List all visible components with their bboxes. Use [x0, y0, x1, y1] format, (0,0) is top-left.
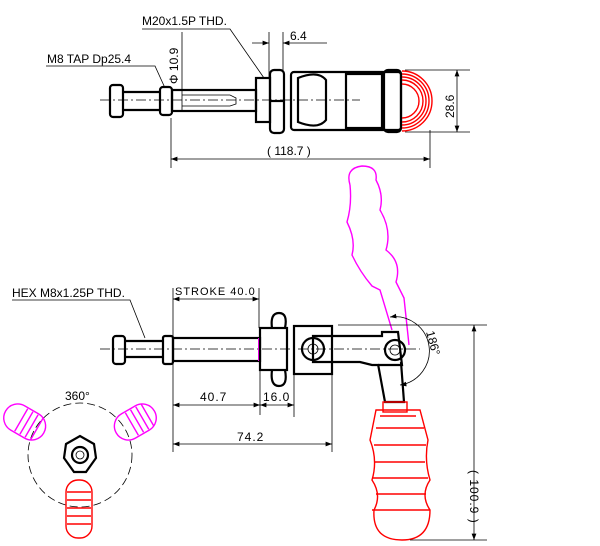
side-view: STROKE 40.0 40.7 16.0 74.2 ( 100.9 ) 186… — [12, 165, 487, 541]
label-tap: M8 TAP Dp25.4 — [47, 52, 131, 66]
hex-bolt-head — [108, 83, 125, 119]
dim-height: 28.6 — [443, 94, 457, 118]
label-thread-main: M20x1.5P THD. — [142, 14, 227, 28]
dim-rotation: 360° — [65, 389, 90, 403]
hex-bolt-head — [111, 334, 127, 366]
dim-handle-angle: 186° — [423, 329, 443, 357]
handle-down-red — [65, 479, 93, 539]
hub-hex — [62, 434, 98, 474]
dim-rod-length: 40.7 — [200, 390, 227, 404]
top-view: 6.4 Φ 10.9 28.6 ( 118.7 ) M20x1.5P THD. … — [46, 14, 470, 168]
link-arm — [311, 330, 404, 367]
clevis-body — [292, 324, 334, 376]
dim-overall-length: ( 118.7 ) — [267, 144, 311, 158]
handle-open-magenta — [346, 165, 410, 346]
lock-nut — [158, 85, 174, 117]
plunger-rod — [170, 88, 258, 113]
plunger-rod — [171, 336, 262, 363]
handle-right-magenta — [113, 403, 157, 441]
end-view: 360° — [3, 389, 157, 539]
handle-left-magenta — [3, 403, 47, 441]
dim-handle-height: ( 100.9 ) — [467, 470, 481, 524]
dim-stroke: STROKE 40.0 — [175, 286, 256, 298]
handle-pivot-pin — [383, 338, 407, 362]
dim-diameter: Φ 10.9 — [167, 47, 181, 84]
flange-washer — [258, 326, 289, 372]
pivot-pin — [300, 336, 326, 362]
dim-body-offset: 16.0 — [263, 390, 290, 404]
dim-flange-thickness: 6.4 — [290, 29, 307, 43]
handle-top-red — [401, 70, 433, 132]
dim-total-to-body: 74.2 — [237, 430, 264, 444]
handle-closed-red — [369, 401, 431, 541]
label-hex-thread: HEX M8x1.25P THD. — [12, 286, 125, 300]
lock-nut — [161, 334, 175, 366]
